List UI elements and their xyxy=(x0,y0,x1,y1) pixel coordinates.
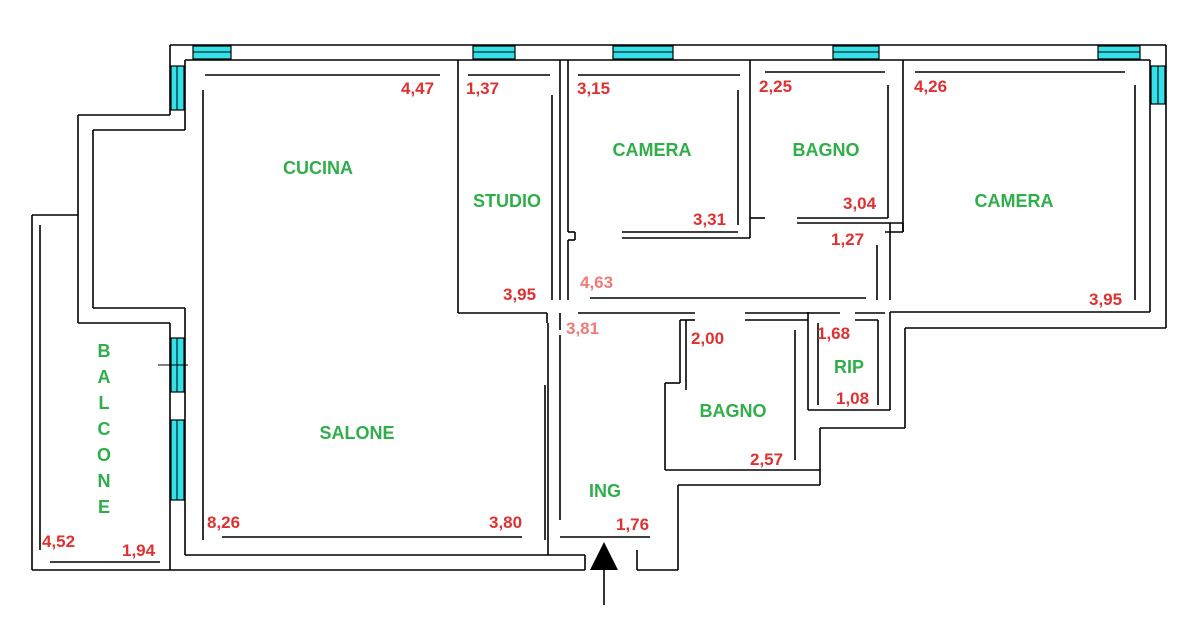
dimension-label: 4,63 xyxy=(580,273,613,292)
dimension-label: 3,31 xyxy=(693,210,726,229)
outer-walls xyxy=(31,44,1167,571)
balcone-letter: B xyxy=(98,341,111,361)
balcone-letter: O xyxy=(97,445,111,465)
room-labels: CUCINA STUDIO CAMERA BAGNO CAMERA SALONE… xyxy=(97,140,1054,517)
dimension-label: 4,47 xyxy=(401,79,434,98)
dimension-label: 8,26 xyxy=(207,513,240,532)
room-label-cucina: CUCINA xyxy=(283,158,353,178)
balcone-letter: E xyxy=(98,497,110,517)
dimension-label: 2,57 xyxy=(750,450,783,469)
dimension-label: 2,25 xyxy=(759,77,792,96)
room-label-camera-2: CAMERA xyxy=(975,191,1054,211)
dimension-label: 3,95 xyxy=(1089,290,1122,309)
dimension-label: 3,95 xyxy=(503,285,536,304)
dimension-label: 1,37 xyxy=(466,79,499,98)
room-label-salone: SALONE xyxy=(319,423,394,443)
room-label-ing: ING xyxy=(589,481,621,501)
dimension-label: 4,52 xyxy=(42,532,75,551)
dimension-label: 3,81 xyxy=(566,319,599,338)
dimension-label: 2,00 xyxy=(691,329,724,348)
dimension-label: 3,04 xyxy=(843,194,877,213)
balcone-letter: A xyxy=(98,367,111,387)
dimension-label: 1,68 xyxy=(817,324,850,343)
dimension-label: 1,08 xyxy=(836,389,869,408)
windows xyxy=(158,45,1166,501)
room-label-bagno: BAGNO xyxy=(793,140,860,160)
room-label-camera: CAMERA xyxy=(613,140,692,160)
dimension-label: 1,76 xyxy=(616,515,649,534)
room-label-rip: RIP xyxy=(834,357,864,377)
entrance-arrow-icon xyxy=(590,542,618,570)
room-label-studio: STUDIO xyxy=(473,191,541,211)
dimension-label: 4,26 xyxy=(914,77,947,96)
dimension-label: 1,94 xyxy=(122,541,156,560)
balcone-letter: L xyxy=(99,393,110,413)
dimension-label: 3,80 xyxy=(489,513,522,532)
dimension-labels: 4,47 1,37 3,15 2,25 4,26 3,31 3,04 1,27 … xyxy=(42,77,1122,560)
interior-walls xyxy=(202,60,1136,605)
dimension-label: 1,27 xyxy=(831,230,864,249)
balcone-letter: N xyxy=(98,471,111,491)
balcone-letter: C xyxy=(98,419,111,439)
room-label-bagno-2: BAGNO xyxy=(700,401,767,421)
dimension-label: 3,15 xyxy=(577,79,610,98)
